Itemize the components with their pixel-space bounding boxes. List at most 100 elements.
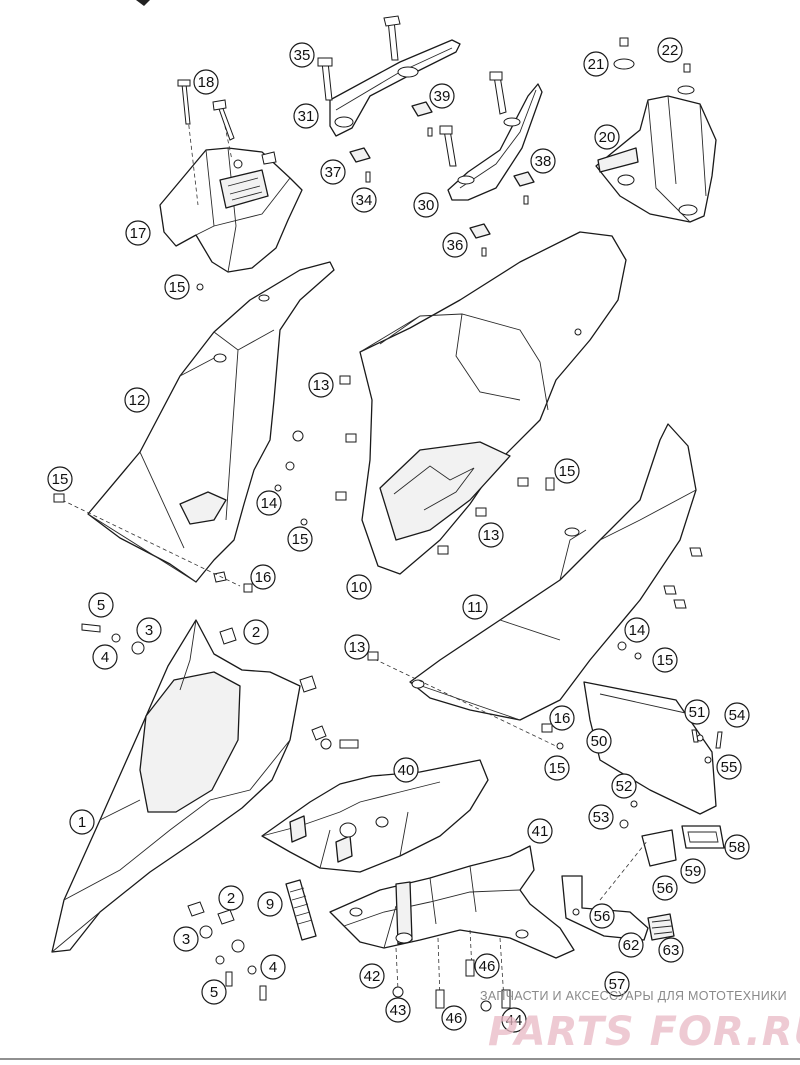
- callout-number: 44: [506, 1012, 523, 1029]
- callout-circle: [652, 647, 678, 673]
- callout-number: 59: [685, 863, 702, 880]
- callout-number: 4: [101, 649, 109, 666]
- callout-2: 2: [243, 619, 269, 645]
- callout-number: 37: [325, 164, 342, 181]
- callout-circle: [589, 903, 615, 929]
- rear-cover-part: [595, 37, 717, 223]
- callout-30: 30: [413, 192, 439, 218]
- callout-circle: [583, 51, 609, 77]
- rear-fender-lower-part: [329, 845, 575, 1012]
- callout-circle: [243, 619, 269, 645]
- callout-number: 11: [467, 599, 483, 616]
- callout-number: 42: [364, 968, 381, 985]
- callout-11: 11: [462, 594, 488, 620]
- callout-circle: [218, 885, 244, 911]
- rear-fender-upper-part: [261, 759, 489, 873]
- callout-circle: [289, 42, 315, 68]
- callout-circle: [724, 702, 750, 728]
- callout-circle: [92, 644, 118, 670]
- callout-number: 17: [130, 225, 147, 242]
- callout-54: 54: [724, 702, 750, 728]
- callout-51: 51: [684, 699, 710, 725]
- callout-circle: [293, 103, 319, 129]
- callout-circle: [588, 804, 614, 830]
- callout-39: 39: [429, 83, 455, 109]
- callout-circle: [544, 755, 570, 781]
- callout-number: 53: [593, 809, 610, 826]
- callout-circle: [716, 754, 742, 780]
- callout-16: 16: [549, 705, 575, 731]
- callout-number: 40: [398, 762, 415, 779]
- callout-circle: [173, 926, 199, 952]
- callout-number: 30: [418, 197, 435, 214]
- callout-57: 57: [604, 971, 630, 997]
- callout-circle: [462, 594, 488, 620]
- callout-15: 15: [164, 274, 190, 300]
- callout-3: 3: [173, 926, 199, 952]
- callout-15: 15: [47, 466, 73, 492]
- callout-number: 2: [252, 624, 260, 641]
- callout-number: 9: [266, 896, 274, 913]
- callout-number: 56: [594, 908, 611, 925]
- callout-52: 52: [611, 773, 637, 799]
- callout-number: 5: [210, 984, 218, 1001]
- callout-15: 15: [544, 755, 570, 781]
- callout-circle: [385, 997, 411, 1023]
- callout-5: 5: [201, 979, 227, 1005]
- callout-circle: [201, 979, 227, 1005]
- callout-number: 12: [129, 392, 146, 409]
- callout-59: 59: [680, 858, 706, 884]
- callout-number: 15: [169, 279, 186, 296]
- callout-circle: [250, 564, 276, 590]
- callout-circle: [308, 372, 334, 398]
- callout-number: 13: [313, 377, 330, 394]
- callout-number: 4: [269, 959, 277, 976]
- callout-14: 14: [624, 617, 650, 643]
- callout-circle: [287, 526, 313, 552]
- callout-38: 38: [530, 148, 556, 174]
- callout-number: 13: [483, 527, 500, 544]
- callout-15: 15: [554, 458, 580, 484]
- callout-circle: [652, 875, 678, 901]
- callout-41: 41: [527, 818, 553, 844]
- callout-number: 14: [629, 622, 646, 639]
- callout-number: 2: [227, 890, 235, 907]
- callout-number: 63: [663, 942, 680, 959]
- callout-13: 13: [478, 522, 504, 548]
- callout-circle: [527, 818, 553, 844]
- callout-number: 51: [689, 704, 706, 721]
- callout-circle: [441, 1005, 467, 1031]
- callout-number: 15: [52, 471, 69, 488]
- callout-number: 10: [351, 579, 368, 596]
- callout-12: 12: [124, 387, 150, 413]
- tail-bracket-part: [159, 79, 303, 273]
- callout-circle: [69, 809, 95, 835]
- callout-number: 22: [662, 42, 679, 59]
- callout-circle: [530, 148, 556, 174]
- callout-number: 20: [599, 129, 616, 146]
- callout-13: 13: [344, 634, 370, 660]
- callout-14: 14: [256, 490, 282, 516]
- callout-number: 38: [535, 153, 552, 170]
- callout-42: 42: [359, 963, 385, 989]
- callout-46: 46: [441, 1005, 467, 1031]
- callout-number: 21: [588, 56, 605, 73]
- callout-number: 14: [261, 495, 278, 512]
- callout-number: 34: [356, 192, 373, 209]
- callout-number: 5: [97, 597, 105, 614]
- callout-number: 15: [549, 760, 566, 777]
- callout-circle: [257, 891, 283, 917]
- callout-circle: [549, 705, 575, 731]
- callout-number: 35: [294, 47, 311, 64]
- callout-circle: [684, 699, 710, 725]
- lower-hardware: [187, 879, 317, 1001]
- side-panel-left-part: [53, 261, 335, 593]
- callout-circle: [501, 1007, 527, 1033]
- callout-5: 5: [88, 592, 114, 618]
- callout-62: 62: [618, 932, 644, 958]
- callout-circle: [344, 634, 370, 660]
- callout-number: 56: [657, 880, 674, 897]
- callout-number: 54: [729, 707, 746, 724]
- callout-37: 37: [320, 159, 346, 185]
- callout-circle: [624, 617, 650, 643]
